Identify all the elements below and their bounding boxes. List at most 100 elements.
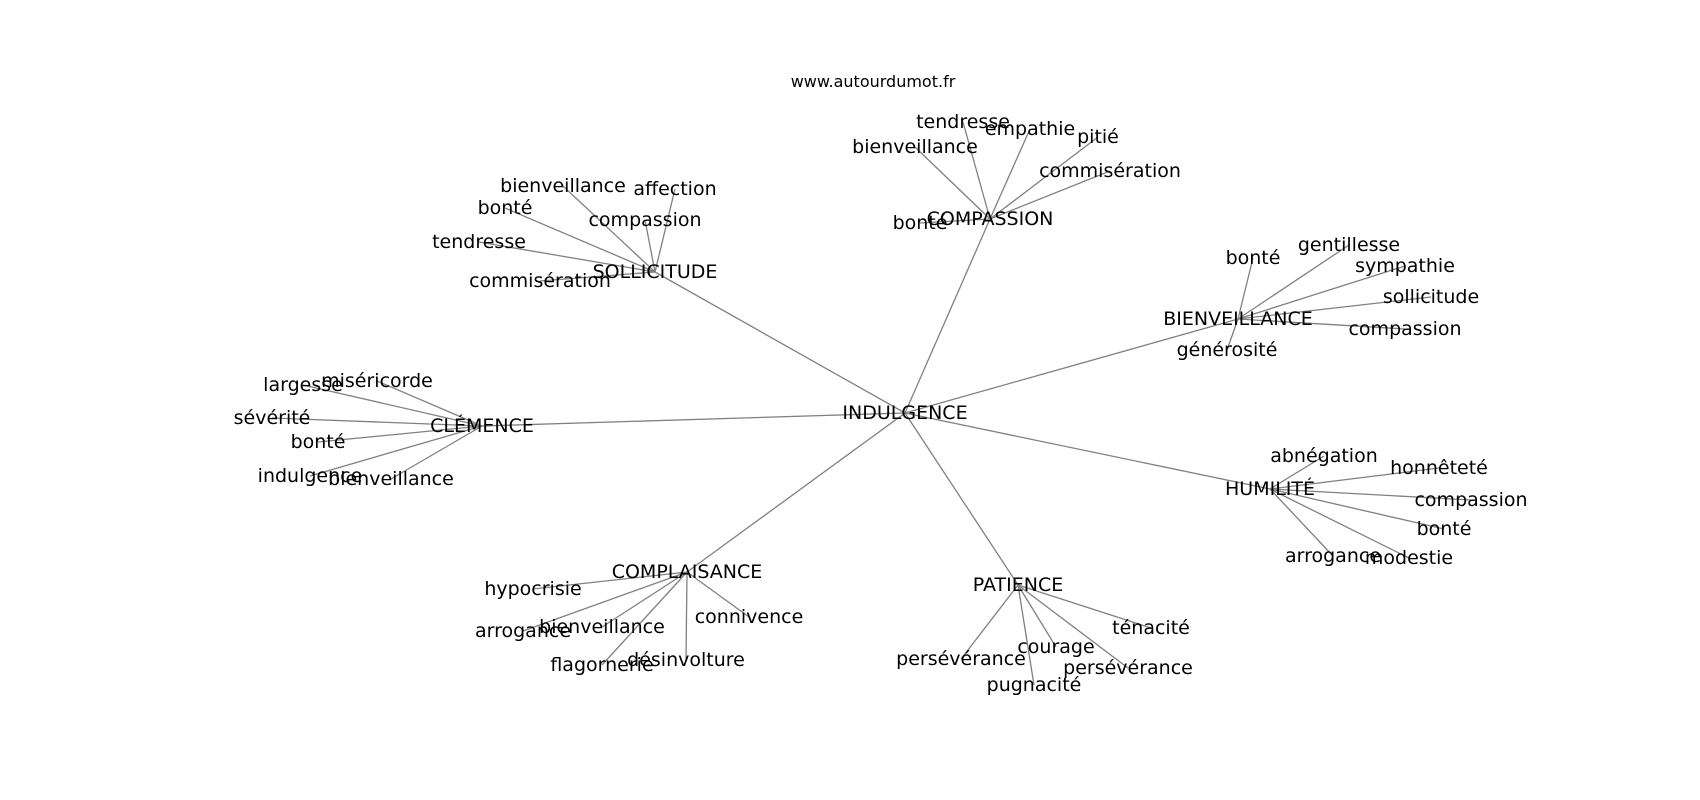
term-node-bienveillance[interactable]: bienveillance — [852, 136, 978, 158]
term-node-abnegation[interactable]: abnégation — [1270, 445, 1378, 467]
edge-complaisance-hypocrisie — [532, 571, 688, 590]
edge-clemence-severite — [271, 417, 483, 427]
term-node-compassion[interactable]: compassion — [1414, 489, 1527, 511]
term-node-perseverance[interactable]: persévérance — [1063, 657, 1193, 679]
cluster-node-clemence[interactable]: CLÉMENCE — [430, 414, 534, 437]
edge-humilite-honnetete — [1269, 467, 1440, 490]
term-node-generosite[interactable]: générosité — [1177, 339, 1278, 361]
term-node-arrogance[interactable]: arrogance — [1285, 545, 1381, 567]
edge-sollicitude-compassion — [644, 219, 656, 273]
term-node-affection[interactable]: affection — [633, 178, 716, 200]
edge-patience-pugnacite — [1017, 584, 1035, 686]
term-node-tendresse[interactable]: tendresse — [916, 111, 1010, 133]
edge-indulgence-compassion — [904, 218, 991, 414]
term-node-gentillesse[interactable]: gentillesse — [1298, 234, 1400, 256]
edge-compassion-commiseration — [989, 170, 1111, 220]
term-node-pitie[interactable]: pitié — [1077, 126, 1119, 148]
term-node-connivence[interactable]: connivence — [695, 606, 804, 628]
edge-complaisance-arrogance — [522, 571, 688, 632]
term-node-hypocrisie[interactable]: hypocrisie — [484, 578, 581, 600]
edge-patience-perseverance — [960, 584, 1019, 660]
edge-sollicitude-bienveillance — [562, 185, 656, 273]
term-node-flagornerie[interactable]: flagornerie — [550, 654, 653, 676]
graph-edges — [271, 121, 1472, 686]
edge-indulgence-bienveillance — [904, 318, 1239, 414]
edge-sollicitude-tendresse — [478, 241, 656, 273]
term-node-largesse[interactable]: largesse — [263, 374, 343, 396]
edge-sollicitude-affection — [654, 188, 676, 273]
cluster-node-sollicitude[interactable]: SOLLICITUDE — [593, 261, 718, 283]
term-node-courage[interactable]: courage — [1017, 636, 1094, 658]
term-node-bonte[interactable]: bonté — [1226, 247, 1281, 269]
edge-compassion-pitie — [989, 136, 1099, 220]
term-node-tenacite[interactable]: ténacité — [1112, 617, 1190, 639]
term-node-bonte[interactable]: bonté — [1417, 518, 1472, 540]
cluster-node-patience[interactable]: PATIENCE — [973, 574, 1063, 596]
term-node-bienveillance[interactable]: bienveillance — [328, 468, 454, 490]
edge-indulgence-sollicitude — [654, 271, 906, 414]
term-node-desinvolture[interactable]: désinvolture — [627, 649, 745, 671]
edge-indulgence-humilite — [904, 412, 1271, 490]
term-node-bonte[interactable]: bonté — [291, 431, 346, 453]
edge-patience-tenacite — [1017, 584, 1152, 629]
edge-clemence-largesse — [302, 384, 483, 427]
edge-patience-perseverance — [1017, 584, 1129, 669]
edge-indulgence-clemence — [481, 412, 906, 427]
cluster-node-humilite[interactable]: HUMILITÉ — [1225, 477, 1315, 500]
edge-bienveillance-sollicitude — [1237, 296, 1432, 320]
term-node-misericorde[interactable]: miséricorde — [321, 370, 433, 392]
edge-clemence-misericorde — [376, 380, 483, 427]
edge-humilite-bonte — [1269, 488, 1445, 530]
term-node-commiseration[interactable]: commisération — [469, 270, 611, 292]
edge-complaisance-desinvolture — [685, 571, 688, 661]
edge-indulgence-patience — [904, 412, 1019, 586]
term-node-modestie[interactable]: modestie — [1365, 547, 1453, 569]
edge-bienveillance-gentillesse — [1237, 244, 1350, 320]
edge-clemence-bonte — [317, 425, 483, 443]
term-node-perseverance[interactable]: persévérance — [896, 648, 1026, 670]
term-node-tendresse[interactable]: tendresse — [432, 231, 526, 253]
cluster-node-bienveillance[interactable]: BIENVEILLANCE — [1163, 308, 1313, 330]
edge-compassion-bienveillance — [914, 146, 991, 220]
term-node-commiseration[interactable]: commisération — [1039, 160, 1181, 182]
cluster-node-compassion[interactable]: COMPASSION — [927, 208, 1054, 230]
edge-complaisance-connivence — [686, 571, 750, 618]
term-node-honnetete[interactable]: honnêteté — [1390, 457, 1488, 479]
edge-bienveillance-sympathie — [1237, 265, 1406, 320]
edge-clemence-indulgence — [309, 425, 483, 477]
edge-compassion-bonte — [919, 218, 991, 224]
term-node-bonte[interactable]: bonté — [893, 212, 948, 234]
term-node-indulgence[interactable]: indulgence — [258, 465, 363, 487]
term-node-bienveillance[interactable]: bienveillance — [500, 175, 626, 197]
center-node-label[interactable]: INDULGENCE — [842, 402, 967, 424]
term-node-sollicitude[interactable]: sollicitude — [1383, 286, 1479, 308]
edge-bienveillance-generosite — [1226, 318, 1239, 351]
term-node-bonte[interactable]: bonté — [478, 197, 533, 219]
term-node-compassion[interactable]: compassion — [1348, 318, 1461, 340]
edge-complaisance-flagornerie — [601, 571, 688, 666]
term-node-arrogance[interactable]: arrogance — [475, 620, 571, 642]
edge-humilite-compassion — [1269, 488, 1472, 501]
term-node-empathie[interactable]: empathie — [985, 118, 1075, 140]
site-watermark: www.autourdumot.fr — [790, 72, 956, 91]
edge-compassion-tendresse — [962, 121, 991, 220]
edge-sollicitude-commiseration — [539, 271, 656, 282]
term-node-pugnacite[interactable]: pugnacité — [987, 674, 1082, 696]
term-node-sympathie[interactable]: sympathie — [1355, 255, 1455, 277]
term-node-bienveillance[interactable]: bienveillance — [539, 616, 665, 638]
cluster-node-complaisance[interactable]: COMPLAISANCE — [612, 561, 763, 583]
edge-bienveillance-compassion — [1237, 318, 1406, 330]
edge-indulgence-complaisance — [686, 412, 906, 573]
edge-bienveillance-bonte — [1237, 257, 1254, 320]
edge-humilite-abnegation — [1269, 455, 1325, 490]
edge-sollicitude-bonte — [504, 207, 656, 273]
edge-compassion-empathie — [989, 128, 1031, 220]
edge-patience-courage — [1017, 584, 1057, 648]
edge-humilite-arrogance — [1269, 488, 1334, 557]
term-node-compassion[interactable]: compassion — [588, 209, 701, 231]
edge-complaisance-bienveillance — [601, 571, 688, 628]
term-node-severite[interactable]: sévérité — [234, 407, 311, 429]
edge-humilite-modestie — [1269, 488, 1410, 559]
